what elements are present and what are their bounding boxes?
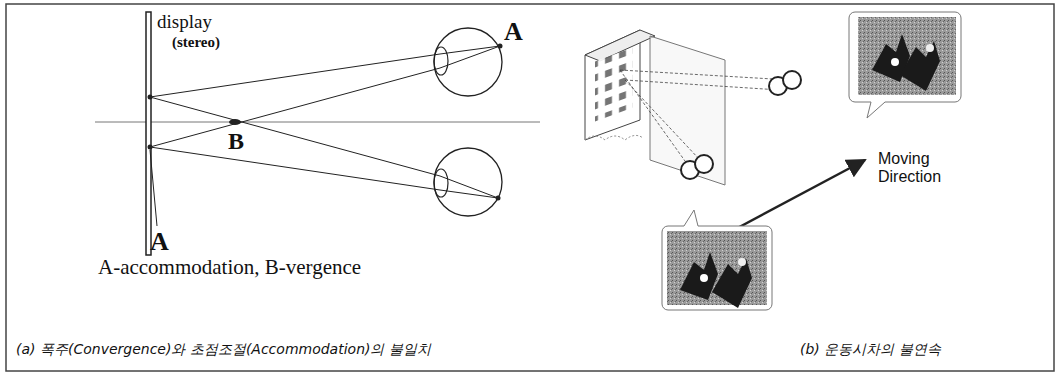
panel-caption: (b) 운동시차의 불연속 bbox=[800, 342, 941, 357]
point-label: A bbox=[150, 228, 169, 257]
display-sublabel: (stereo) bbox=[172, 34, 220, 51]
figure-frame bbox=[6, 4, 1054, 371]
legend-note: A-accommodation, B-vergence bbox=[98, 256, 361, 279]
stereo-geometry bbox=[95, 12, 540, 255]
direction-label: Moving Direction bbox=[878, 150, 968, 185]
panel-caption: (a) 폭주(Convergence)와 초점조절(Accommodation)… bbox=[16, 342, 431, 357]
point-label: A bbox=[504, 18, 523, 47]
point-label: B bbox=[228, 128, 244, 154]
display-label: display bbox=[157, 12, 212, 33]
